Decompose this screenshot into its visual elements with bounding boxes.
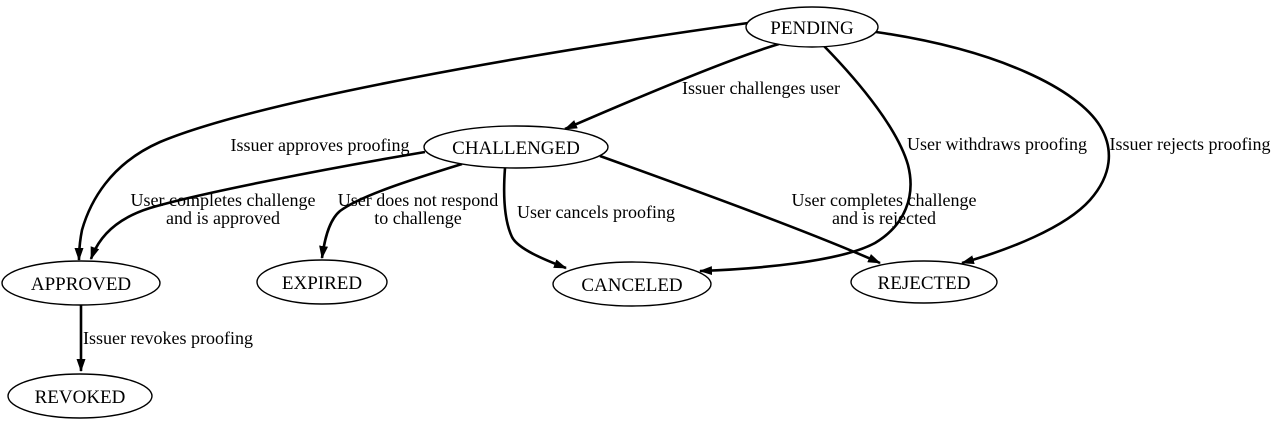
state-label-revoked: REVOKED xyxy=(35,387,126,408)
edge-label-user-completes-challenge-approved-line1: User completes challenge xyxy=(131,190,316,210)
state-ellipse-expired xyxy=(256,259,388,305)
state-ellipse-canceled xyxy=(552,261,712,307)
state-ellipse-approved xyxy=(1,260,161,306)
edge-label-group: Issuer challenges user Issuer approves p… xyxy=(83,78,1270,348)
state-label-pending: PENDING xyxy=(770,18,854,39)
edge-group xyxy=(74,21,1111,372)
state-ellipse-pending xyxy=(745,6,879,48)
edge-label-user-does-not-respond-line2: to challenge xyxy=(374,208,461,228)
state-ellipse-challenged xyxy=(423,125,609,169)
edge-label-user-completes-challenge-rejected-line1: User completes challenge xyxy=(792,190,977,210)
state-label-challenged: CHALLENGED xyxy=(452,138,580,159)
edge-pending-canceled xyxy=(699,45,912,276)
edge-label-issuer-challenges-user: Issuer challenges user xyxy=(682,78,840,98)
edge-challenged-canceled xyxy=(502,167,567,270)
edge-label-user-completes-challenge-rejected-line2: and is rejected xyxy=(832,208,936,228)
edge-pending-rejected xyxy=(875,30,1111,265)
node-group: PENDING CHALLENGED APPROVED EXPIRED CANC… xyxy=(1,6,998,419)
edge-challenged-approved xyxy=(89,150,426,260)
edge-label-user-completes-challenge-approved-line2: and is approved xyxy=(166,208,280,228)
edge-label-issuer-revokes-proofing: Issuer revokes proofing xyxy=(83,328,253,348)
state-label-canceled: CANCELED xyxy=(581,275,682,296)
state-node-rejected: REJECTED xyxy=(850,260,998,304)
edge-label-issuer-rejects-proofing: Issuer rejects proofing xyxy=(1110,134,1271,154)
edge-label-user-does-not-respond-line1: User does not respond xyxy=(338,190,498,210)
state-label-expired: EXPIRED xyxy=(282,273,362,294)
state-label-approved: APPROVED xyxy=(31,274,131,295)
edge-label-issuer-approves-proofing: Issuer approves proofing xyxy=(231,135,410,155)
state-node-pending: PENDING xyxy=(745,6,879,48)
state-label-rejected: REJECTED xyxy=(878,273,971,294)
state-node-canceled: CANCELED xyxy=(552,261,712,307)
state-ellipse-revoked xyxy=(7,373,153,419)
state-node-revoked: REVOKED xyxy=(7,373,153,419)
edge-label-user-withdraws-proofing: User withdraws proofing xyxy=(907,134,1087,154)
state-node-challenged: CHALLENGED xyxy=(423,125,609,169)
state-node-approved: APPROVED xyxy=(1,260,161,306)
state-ellipse-rejected xyxy=(850,260,998,304)
state-node-expired: EXPIRED xyxy=(256,259,388,305)
edge-label-user-cancels-proofing: User cancels proofing xyxy=(517,202,675,222)
edge-pending-approved xyxy=(74,21,749,261)
edge-challenged-expired xyxy=(319,162,463,259)
edge-pending-challenged xyxy=(564,42,780,131)
